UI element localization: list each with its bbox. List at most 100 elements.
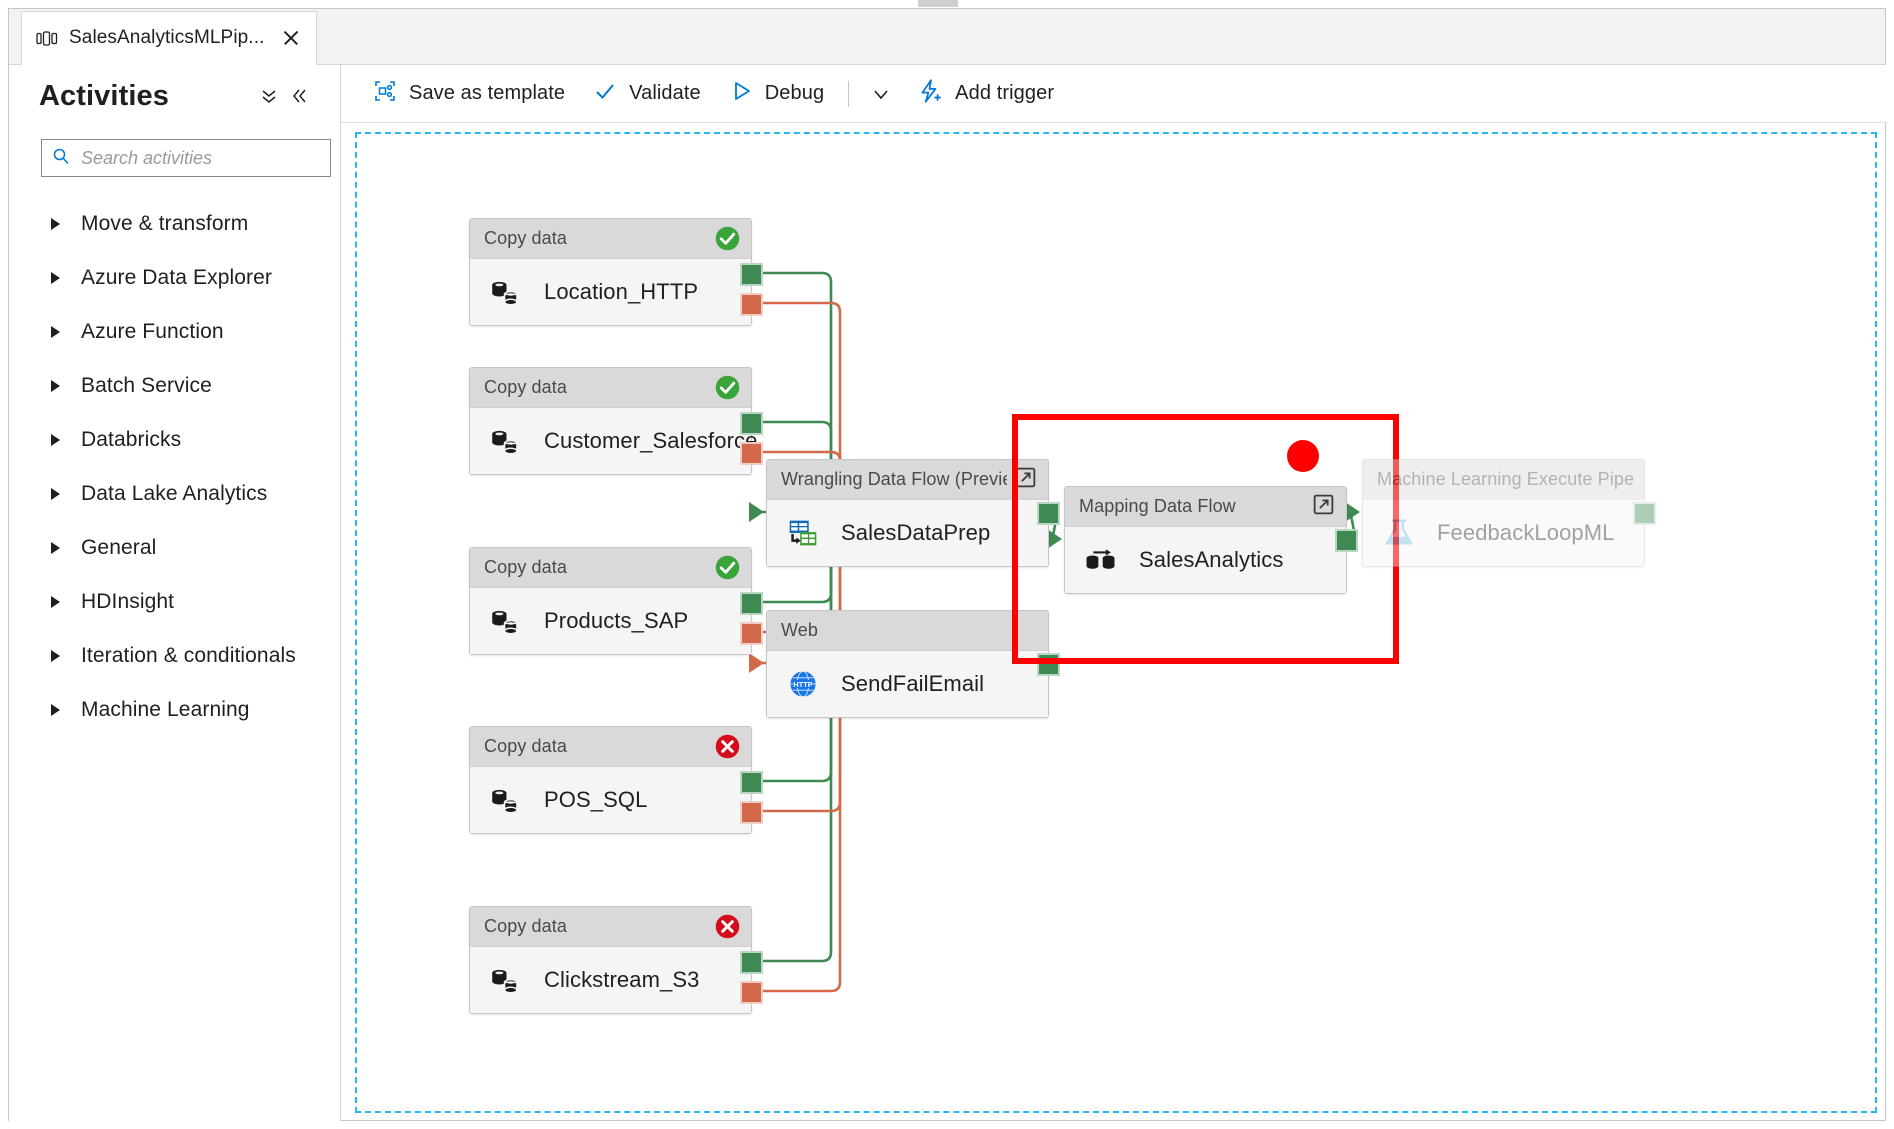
node-name-label: SendFailEmail — [841, 671, 985, 696]
node-body: Products_SAP — [470, 588, 751, 654]
error-status-icon — [715, 734, 740, 759]
panel-title: Activities — [39, 79, 169, 112]
node-header: Machine Learning Execute Pipeline — [1363, 460, 1644, 500]
node-body: Clickstream_S3 — [470, 947, 751, 1013]
validate-label: Validate — [629, 82, 701, 104]
node-type-label: Copy data — [484, 736, 567, 756]
sidebar-item-data-lake-analytics[interactable]: Data Lake Analytics — [9, 467, 340, 521]
node-body: SalesAnalytics — [1065, 527, 1346, 593]
node-header: Copy data — [470, 219, 751, 259]
activities-panel: Activities — [9, 65, 341, 1121]
sidebar-item-label: Machine Learning — [81, 698, 250, 721]
open-in-new-icon[interactable] — [1013, 465, 1038, 495]
adf-pipeline-window: SalesAnalyticsMLPip... Activities — [8, 8, 1887, 1121]
open-in-new-icon[interactable] — [1311, 492, 1336, 522]
node-output-port-success[interactable] — [1633, 502, 1656, 525]
sidebar-item-label: Batch Service — [81, 374, 212, 397]
save-as-template-icon — [373, 79, 397, 108]
chevron-down-icon[interactable] — [859, 72, 903, 116]
node-header: Copy data — [470, 368, 751, 408]
node-name-label: Products_SAP — [544, 608, 689, 633]
node-output-port-success[interactable] — [740, 592, 763, 615]
success-status-icon — [715, 375, 740, 400]
node-output-port-success[interactable] — [740, 771, 763, 794]
node-name-label: SalesDataPrep — [841, 520, 991, 545]
copy-data-icon — [486, 601, 526, 641]
node-output-port-failure[interactable] — [740, 622, 763, 645]
success-status-icon — [714, 554, 741, 581]
sidebar-item-azure-data-explorer[interactable]: Azure Data Explorer — [9, 251, 340, 305]
save-as-template-label: Save as template — [409, 82, 566, 104]
sidebar-item-label: Move & transform — [81, 212, 249, 235]
node-type-label: Copy data — [484, 228, 567, 248]
close-icon[interactable] — [280, 27, 302, 49]
activity-node-salesdataprep[interactable]: Wrangling Data Flow (Preview) SalesDataPr… — [766, 459, 1060, 567]
node-output-port-success[interactable] — [1037, 502, 1060, 525]
node-type-label: Copy data — [484, 557, 567, 577]
node-body: Location_HTTP — [470, 259, 751, 325]
sidebar-item-machine-learning[interactable]: Machine Learning — [9, 683, 340, 737]
search-input[interactable] — [79, 146, 320, 170]
sidebar-item-hdinsight[interactable]: HDInsight — [9, 575, 340, 629]
node-header: Copy data — [470, 727, 751, 767]
chevron-right-icon — [51, 272, 60, 284]
window-scroll-nub — [918, 0, 958, 7]
node-type-label: Copy data — [484, 377, 567, 397]
sidebar-item-move-transform[interactable]: Move & transform — [9, 197, 340, 251]
sidebar-item-label: Iteration & conditionals — [81, 644, 296, 667]
node-output-port-failure[interactable] — [740, 293, 763, 316]
sidebar-item-label: Data Lake Analytics — [81, 482, 268, 505]
node-output-port-failure[interactable] — [740, 981, 763, 1004]
activities-header: Activities — [9, 65, 340, 127]
sidebar-item-databricks[interactable]: Databricks — [9, 413, 340, 467]
node-name-label: Customer_Salesforce — [544, 428, 758, 453]
node-output-port-failure[interactable] — [740, 801, 763, 824]
sidebar-item-label: Azure Data Explorer — [81, 266, 272, 289]
chevron-double-down-icon[interactable] — [254, 81, 284, 111]
node-type-label: Wrangling Data Flow (Preview) — [781, 469, 1007, 489]
validate-button[interactable]: Validate — [579, 72, 715, 116]
node-output-port-success[interactable] — [1335, 529, 1358, 552]
debug-button[interactable]: Debug — [715, 72, 838, 116]
chevron-right-icon — [51, 326, 60, 338]
add-trigger-button[interactable]: Add trigger — [903, 72, 1068, 116]
node-output-port-success[interactable] — [740, 951, 763, 974]
node-output-port-failure[interactable] — [740, 442, 763, 465]
node-name-label: POS_SQL — [544, 787, 648, 812]
sidebar-item-batch-service[interactable]: Batch Service — [9, 359, 340, 413]
tab-strip: SalesAnalyticsMLPip... — [9, 9, 1885, 65]
node-body: SalesDataPrep — [767, 500, 1048, 566]
node-output-port-success[interactable] — [1037, 653, 1060, 676]
node-body: FeedbackLoopML — [1363, 500, 1644, 566]
chevron-double-left-icon[interactable] — [284, 81, 314, 111]
node-output-port-success[interactable] — [740, 412, 763, 435]
node-output-port-success[interactable] — [740, 263, 763, 286]
sidebar-item-azure-function[interactable]: Azure Function — [9, 305, 340, 359]
tab-label: SalesAnalyticsMLPip... — [69, 27, 265, 48]
tab-sales-analytics-pipeline[interactable]: SalesAnalyticsMLPip... — [21, 11, 317, 65]
sidebar-item-label: Azure Function — [81, 320, 224, 343]
chevron-right-icon — [51, 488, 60, 500]
node-body: POS_SQL — [470, 767, 751, 833]
copy-data-icon — [486, 960, 526, 1000]
sidebar-item-iteration-conditionals[interactable]: Iteration & conditionals — [9, 629, 340, 683]
breakpoint-indicator[interactable] — [1287, 440, 1319, 472]
search-activities-box[interactable] — [41, 139, 331, 177]
save-as-template-button[interactable]: Save as template — [359, 72, 579, 116]
wrangling-data-flow-icon — [783, 513, 823, 553]
sidebar-item-general[interactable]: General — [9, 521, 340, 575]
node-body: Customer_Salesforce — [470, 408, 757, 474]
play-icon — [729, 79, 753, 108]
node-name-label: Clickstream_S3 — [544, 967, 700, 992]
success-status-icon — [714, 225, 741, 252]
